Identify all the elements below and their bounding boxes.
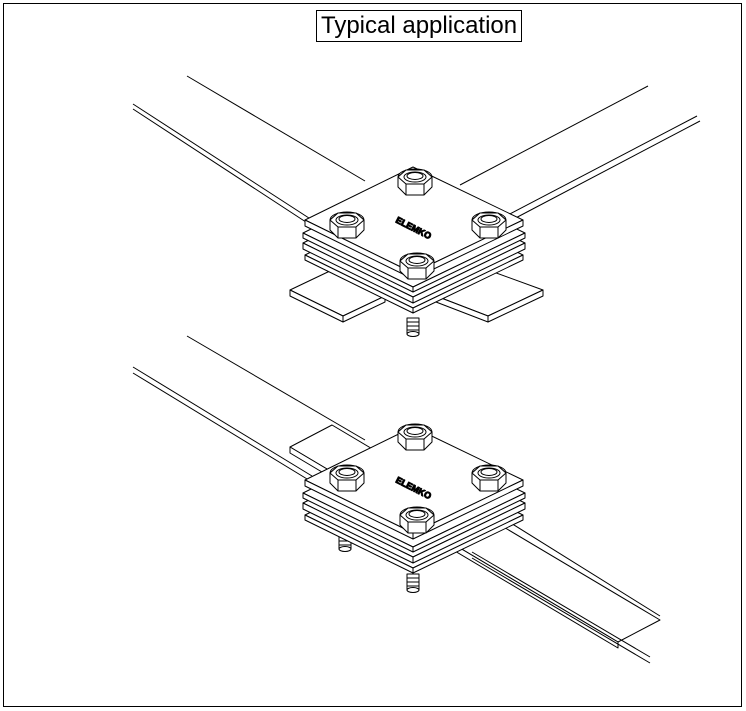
clamp-assembly-bottom: ELEMKO: [132, 335, 661, 664]
clamp-plates-top: [302, 166, 526, 314]
drawing-title: Typical application: [316, 10, 523, 42]
clamp-assembly-top: ELEMKO: [132, 75, 701, 337]
conductor-right-top: [459, 85, 701, 223]
clamp-plates-bottom: [302, 426, 526, 574]
conductor-left-bottom: [132, 335, 366, 483]
conductor-left-top: [132, 75, 366, 227]
conductor-right-bottom: [471, 519, 661, 664]
drawing-frame: [3, 3, 742, 707]
